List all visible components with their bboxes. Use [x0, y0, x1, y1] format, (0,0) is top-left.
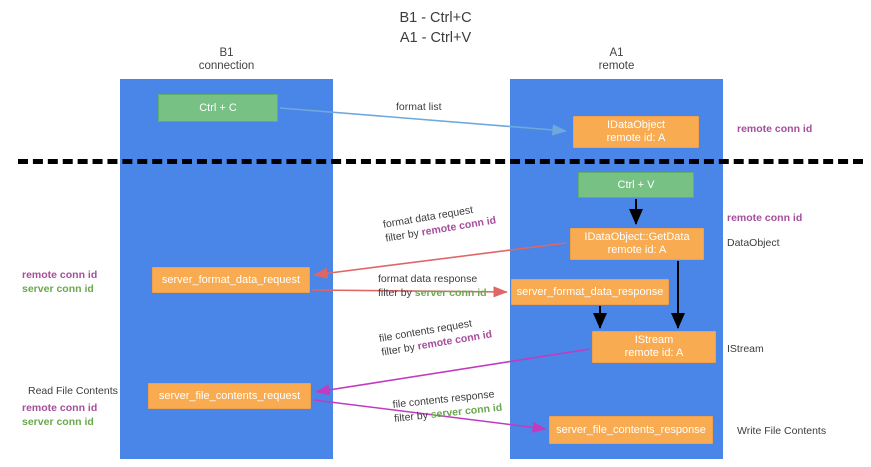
- node-getdata-title: IDataObject::GetData: [584, 231, 690, 243]
- edge-file-contents-response: [313, 399, 547, 433]
- key-server-conn-id: server conn id: [414, 287, 487, 299]
- node-istream-title: IStream: [634, 334, 674, 346]
- node-file-response-label: server_file_contents_response: [556, 423, 706, 436]
- page-title: B1 - Ctrl+C A1 - Ctrl+V: [0, 8, 871, 48]
- node-file-request-label: server_file_contents_request: [158, 389, 301, 402]
- annotation-left-conn-ids-mid: remote conn id server conn id: [22, 268, 97, 296]
- lane-header-b1-role: connection: [198, 60, 255, 72]
- node-idataobject[interactable]: IDataObject remote id: A: [573, 116, 699, 148]
- node-ctrl-v-label: Ctrl + V: [617, 178, 655, 191]
- annotation-left-remote-bottom: remote conn id: [22, 402, 98, 414]
- node-istream[interactable]: IStream remote id: A: [592, 331, 716, 363]
- annotation-write-file-contents: Write File Contents: [737, 425, 827, 437]
- node-server-file-contents-request[interactable]: server_file_contents_request: [148, 383, 311, 409]
- annotation-left-remote-mid: remote conn id: [22, 269, 98, 281]
- edge-label-fdresp-line1: format data response: [378, 273, 478, 285]
- node-server-format-data-request[interactable]: server_format_data_request: [152, 267, 310, 293]
- phase-divider: [18, 159, 863, 164]
- edge-label-fdresp-line2: filter by server conn id: [378, 287, 487, 299]
- node-idataobject-getdata[interactable]: IDataObject::GetData remote id: A: [570, 228, 704, 260]
- title-line-1: B1 - Ctrl+C: [399, 10, 472, 26]
- node-idataobject-subtitle: remote id: A: [606, 132, 666, 144]
- node-idataobject-title: IDataObject: [606, 119, 666, 131]
- lane-header-b1: B1 connection: [120, 47, 333, 73]
- edge-format-data-response: [311, 286, 508, 298]
- annotation-left-conn-ids-bottom: remote conn id server conn id: [22, 401, 97, 429]
- edge-format-list: [279, 107, 567, 136]
- annotation-remote-conn-id-mid: remote conn id: [727, 212, 803, 224]
- annotation-left-server-mid: server conn id: [22, 283, 94, 295]
- node-istream-subtitle: remote id: A: [624, 347, 684, 359]
- node-server-format-data-response[interactable]: server_format_data_response: [511, 279, 669, 305]
- annotation-read-file-contents: Read File Contents: [28, 385, 118, 397]
- lane-header-b1-name: B1: [219, 47, 234, 59]
- node-server-file-contents-response[interactable]: server_file_contents_response: [549, 416, 713, 444]
- lane-header-a1-name: A1: [609, 47, 624, 59]
- node-format-request-label: server_format_data_request: [161, 273, 301, 286]
- annotation-dataobject: DataObject: [727, 237, 780, 249]
- annotation-istream: IStream: [727, 343, 764, 355]
- title-line-2: A1 - Ctrl+V: [399, 30, 472, 46]
- node-ctrl-v[interactable]: Ctrl + V: [578, 172, 694, 198]
- lane-header-a1: A1 remote: [510, 47, 723, 73]
- edge-format-data-request: [313, 242, 567, 279]
- annotation-remote-conn-id-top: remote conn id: [737, 123, 813, 135]
- node-getdata-subtitle: remote id: A: [607, 244, 667, 256]
- edge-label-format-data-response: format data response filter by server co…: [378, 272, 487, 300]
- edge-label-format-list: format list: [396, 100, 442, 114]
- node-ctrl-c[interactable]: Ctrl + C: [158, 94, 278, 122]
- annotation-left-server-bottom: server conn id: [22, 416, 94, 428]
- node-ctrl-c-label: Ctrl + C: [199, 101, 237, 114]
- node-format-response-label: server_format_data_response: [516, 285, 664, 298]
- edge-label-format-list-line1: format list: [396, 101, 442, 113]
- edge-file-contents-request: [315, 348, 591, 396]
- lane-header-a1-role: remote: [598, 60, 635, 72]
